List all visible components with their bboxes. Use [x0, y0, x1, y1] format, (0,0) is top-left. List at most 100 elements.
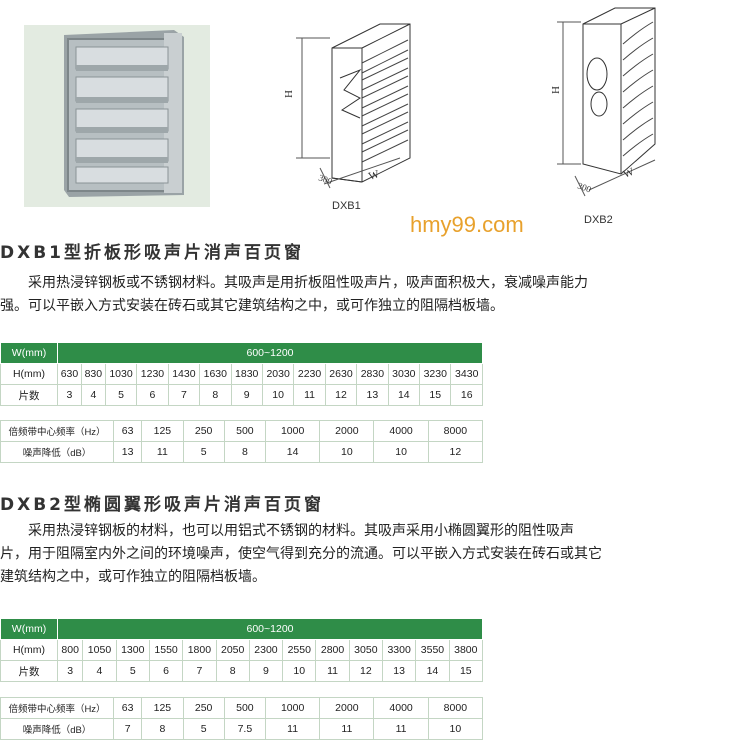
dxb2-depth-label: 300 — [576, 180, 593, 194]
dxb1-h-label: H — [283, 90, 295, 98]
count-cell: 11 — [293, 384, 326, 406]
w-range-cell: 600~1200 — [57, 618, 483, 640]
h-cell: 1630 — [199, 363, 232, 385]
reduction-cell: 11 — [264, 718, 321, 740]
count-cell: 4 — [82, 660, 117, 682]
count-cell: 8 — [199, 384, 232, 406]
count-cell: 3 — [56, 660, 84, 682]
table-row: 倍频带中心频率（Hz） 63 125 250 500 1000 2000 400… — [0, 420, 484, 442]
reduction-cell: 13 — [112, 441, 143, 463]
table-row: 片数 3 4 5 6 7 8 9 10 11 12 13 14 15 — [0, 660, 484, 682]
w-label-cell: W(mm) — [0, 342, 58, 364]
count-cell: 13 — [381, 660, 417, 682]
freq-cell: 4000 — [373, 697, 429, 719]
table-row: 噪声降低（dB） 13 11 5 8 14 10 10 12 — [0, 441, 484, 463]
h-cell: 2550 — [282, 639, 317, 661]
count-cell: 13 — [356, 384, 389, 406]
h-cell: 830 — [80, 363, 106, 385]
table-row: H(mm) 630 830 1030 1230 1430 1630 1830 2… — [0, 363, 483, 385]
count-cell: 11 — [315, 660, 350, 682]
freq-cell: 4000 — [373, 420, 429, 442]
dxb1-w-label: W — [367, 168, 381, 183]
count-cell: 15 — [419, 384, 452, 406]
dxb2-h-label: H — [550, 86, 562, 94]
h-cell: 1550 — [148, 639, 184, 661]
section2-para-line: 片，用于阻隔室内外之间的环境噪声，使空气得到充分的流通。可以平嵌入方式安装在砖石… — [0, 546, 602, 562]
h-cell: 3300 — [381, 639, 417, 661]
freq-cell: 63 — [112, 420, 143, 442]
dxb1-drawing: H W 300 — [283, 23, 411, 189]
h-cell: 2830 — [356, 363, 389, 385]
h-cell: 3050 — [348, 639, 384, 661]
reduction-cell: 12 — [427, 441, 484, 463]
freq-cell: 1000 — [264, 697, 321, 719]
freq-cell: 8000 — [427, 420, 484, 442]
freq-cell: 125 — [141, 420, 184, 442]
count-cell: 6 — [136, 384, 169, 406]
count-cell: 3 — [57, 384, 82, 406]
h-cell: 800 — [56, 639, 84, 661]
section2-paragraph: 采用热浸锌钢板的材料，也可以用铝式不锈钢的材料。其吸声采用小椭圆翼形的阻性吸声 … — [0, 520, 745, 589]
count-cell: 10 — [261, 384, 295, 406]
reduction-cell: 5 — [182, 441, 225, 463]
h-cell: 1050 — [82, 639, 117, 661]
section1-spec-table: W(mm) 600~1200 H(mm) 630 830 1030 1230 1… — [0, 342, 483, 406]
h-cell: 2030 — [261, 363, 295, 385]
reduction-cell: 10 — [373, 441, 429, 463]
freq-cell: 500 — [223, 420, 267, 442]
section2-spec-table: W(mm) 600~1200 H(mm) 800 1050 1300 1550 … — [0, 618, 484, 682]
h-cell: 2630 — [324, 363, 358, 385]
reduction-cell: 8 — [223, 441, 267, 463]
table-row: W(mm) 600~1200 — [0, 618, 483, 640]
h-cell: 3800 — [448, 639, 484, 661]
h-cell: 3430 — [450, 363, 483, 385]
h-label-cell: H(mm) — [0, 363, 58, 385]
count-cell: 7 — [182, 660, 217, 682]
section1-para-line: 强。可以平嵌入方式安装在砖石或其它建筑结构之中，或可作独立的阻隔档板墙。 — [0, 298, 504, 314]
section2-para-line: 建筑结构之中，或可作独立的阻隔档板墙。 — [0, 569, 266, 585]
reduction-cell: 10 — [319, 441, 375, 463]
reduction-cell: 10 — [427, 718, 484, 740]
count-cell: 7 — [167, 384, 201, 406]
count-cell: 15 — [448, 660, 484, 682]
reduction-cell: 8 — [141, 718, 184, 740]
count-cell: 6 — [148, 660, 184, 682]
freq-cell: 250 — [182, 420, 225, 442]
reduction-label-cell: 噪声降低（dB） — [0, 441, 114, 463]
reduction-cell: 11 — [373, 718, 429, 740]
h-cell: 1030 — [104, 363, 138, 385]
freq-cell: 63 — [112, 697, 143, 719]
table-row: W(mm) 600~1200 — [0, 342, 483, 364]
count-cell: 9 — [230, 384, 263, 406]
w-label-cell: W(mm) — [0, 618, 58, 640]
dxb2-w-label: W — [622, 166, 637, 181]
freq-cell: 8000 — [427, 697, 484, 719]
freq-cell: 250 — [182, 697, 225, 719]
h-cell: 3550 — [415, 639, 450, 661]
count-cell: 14 — [387, 384, 421, 406]
h-cell: 3230 — [419, 363, 452, 385]
reduction-cell: 11 — [319, 718, 375, 740]
h-cell: 1230 — [136, 363, 169, 385]
reduction-label-cell: 噪声降低（dB） — [0, 718, 114, 740]
count-cell: 12 — [348, 660, 384, 682]
table-row: 片数 3 4 5 6 7 8 9 10 11 12 13 14 15 16 — [0, 384, 483, 406]
h-cell: 1300 — [115, 639, 150, 661]
count-cell: 8 — [215, 660, 250, 682]
count-label-cell: 片数 — [0, 660, 58, 682]
count-label-cell: 片数 — [0, 384, 58, 406]
section1-paragraph: 采用热浸锌钢板或不锈钢材料。其吸声是用折板阻性吸声片，吸声面积极大，衰减噪声能力… — [0, 272, 745, 318]
reduction-cell: 5 — [182, 718, 225, 740]
h-cell: 2800 — [315, 639, 350, 661]
section1-title: DXB1型折板形吸声片消声百页窗 — [0, 243, 305, 263]
h-cell: 3030 — [387, 363, 421, 385]
count-cell: 5 — [104, 384, 138, 406]
count-cell: 14 — [415, 660, 450, 682]
section2-noise-table: 倍频带中心频率（Hz） 63 125 250 500 1000 2000 400… — [0, 697, 484, 740]
reduction-cell: 11 — [141, 441, 184, 463]
freq-label-cell: 倍频带中心频率（Hz） — [0, 697, 114, 719]
section2-para-line: 采用热浸锌钢板的材料，也可以用铝式不锈钢的材料。其吸声采用小椭圆翼形的阻性吸声 — [28, 523, 574, 539]
h-label-cell: H(mm) — [0, 639, 58, 661]
louver-photo-image — [24, 25, 210, 207]
reduction-cell: 14 — [264, 441, 321, 463]
